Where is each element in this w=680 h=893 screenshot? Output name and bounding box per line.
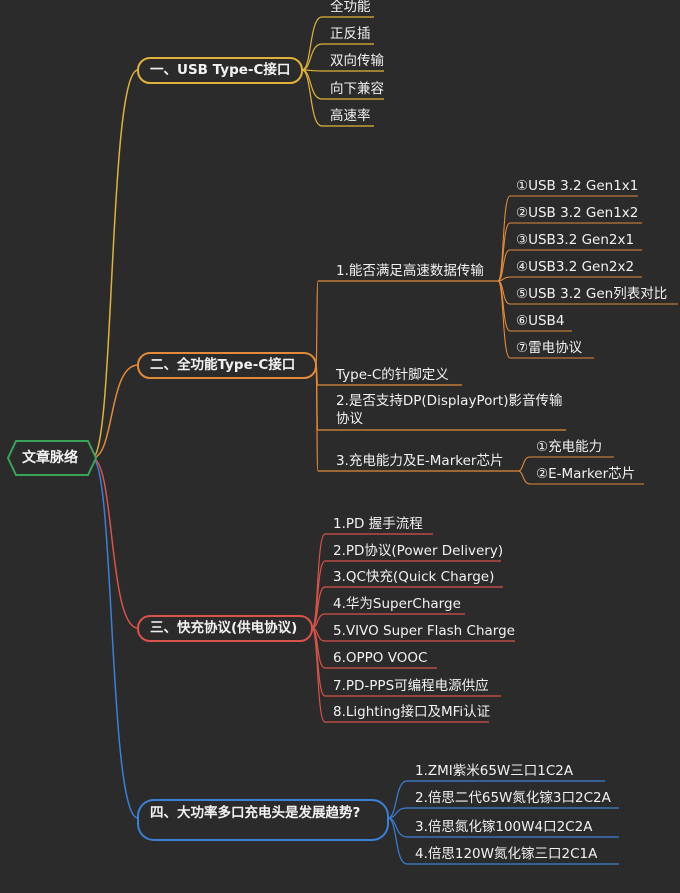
branch-2-child-1: 1.能否满足高速数据传输 <box>336 263 484 279</box>
branch-2-child-4-sub-1: ①充电能力 <box>536 439 603 455</box>
branch-1-child-5: 高速率 <box>330 108 371 124</box>
branch-1-child-2: 正反插 <box>330 26 371 42</box>
branch-3-child-2: 2.PD协议(Power Delivery) <box>333 543 504 559</box>
branch-1-child-1-connector <box>301 16 323 71</box>
branch-2-sub-3: ③USB3.2 Gen2x1 <box>516 232 635 248</box>
branch-3-child-7: 7.PD-PPS可编程电源供应 <box>333 678 489 694</box>
branch-2-child-4-sub-2-connector <box>517 470 531 485</box>
branch-2-child-3: 2.是否支持DP(DisplayPort)影音传输协议 <box>336 393 563 427</box>
branch-2-sub-7: ⑦雷电协议 <box>516 340 583 356</box>
branch-2-child-4-sub-2: ②E-Marker芯片 <box>536 466 636 482</box>
branch-3-child-4: 4.华为SuperCharge <box>333 596 461 612</box>
branch-4-frame <box>137 799 389 841</box>
branch-2-child-4-sub-1-connector <box>517 456 531 472</box>
branch-3-child-1: 1.PD 握手流程 <box>333 516 423 532</box>
branch-2-title: 二、全功能Type-C接口 <box>150 357 296 373</box>
branch-2-connector <box>91 364 139 459</box>
branch-2-sub-3-connector <box>497 249 511 282</box>
branch-2-sub-2: ②USB 3.2 Gen1x2 <box>516 205 639 221</box>
branch-4-title: 四、大功率多口充电头是发展趋势? <box>150 805 361 821</box>
root-node: 文章脉络 <box>22 450 78 466</box>
branch-1-child-5-connector <box>301 69 323 127</box>
branch-2-sub-1-connector <box>497 195 511 282</box>
branch-2-sub-4: ④USB3.2 Gen2x2 <box>516 259 635 275</box>
branch-4-child-4-connector <box>387 817 408 865</box>
branch-2-child-2: Type-C的针脚定义 <box>336 367 449 383</box>
branch-1-child-3: 双向传输 <box>330 53 384 69</box>
branch-4-child-4: 4.倍思120W氮化镓三口2C1A <box>415 846 598 862</box>
branch-2-child-1-connector <box>315 280 319 366</box>
branch-4-connector <box>91 457 139 819</box>
branch-4-child-1: 1.ZMI紫米65W三口1C2A <box>415 763 574 779</box>
branch-3-child-8-connector <box>311 627 326 723</box>
branch-1-title: 一、USB Type-C接口 <box>150 62 291 78</box>
branch-2-sub-5: ⑤USB 3.2 Gen列表对比 <box>516 286 668 302</box>
branch-2-child-4-connector <box>315 364 319 472</box>
branch-3-title: 三、快充协议(供电协议) <box>150 620 298 636</box>
branch-3-child-3-connector <box>311 586 326 629</box>
branch-2-child-4: 3.充电能力及E-Marker芯片 <box>336 453 504 469</box>
branch-4-child-3-connector <box>387 817 408 838</box>
branch-3-child-4-connector <box>311 613 326 629</box>
branch-3-child-8: 8.Lighting接口及MFi认证 <box>333 704 491 720</box>
branch-1-child-4: 向下兼容 <box>330 81 384 97</box>
branch-2-sub-6: ⑥USB4 <box>516 313 565 329</box>
branch-3-child-6: 6.OPPO VOOC <box>333 650 428 666</box>
branch-1-child-2-connector <box>301 43 323 71</box>
branch-4-child-2: 2.倍思二代65W氮化镓3口2C2A <box>415 790 611 806</box>
branch-1-connector <box>91 69 139 459</box>
root-node-frame <box>6 440 98 476</box>
branch-1-child-1: 全功能 <box>330 0 371 15</box>
branch-1-child-4-connector <box>301 69 323 100</box>
branch-3-connector <box>91 457 139 629</box>
branch-4-child-3: 3.倍思氮化镓100W4口2C2A <box>415 819 593 835</box>
branch-4-child-1-connector <box>387 780 408 819</box>
branch-3-child-3: 3.QC快充(Quick Charge) <box>333 569 495 585</box>
branch-3-child-5: 5.VIVO Super Flash Charge <box>333 623 515 639</box>
branch-2-sub-7-connector <box>497 280 511 359</box>
branch-2-sub-1: ①USB 3.2 Gen1x1 <box>516 178 639 194</box>
